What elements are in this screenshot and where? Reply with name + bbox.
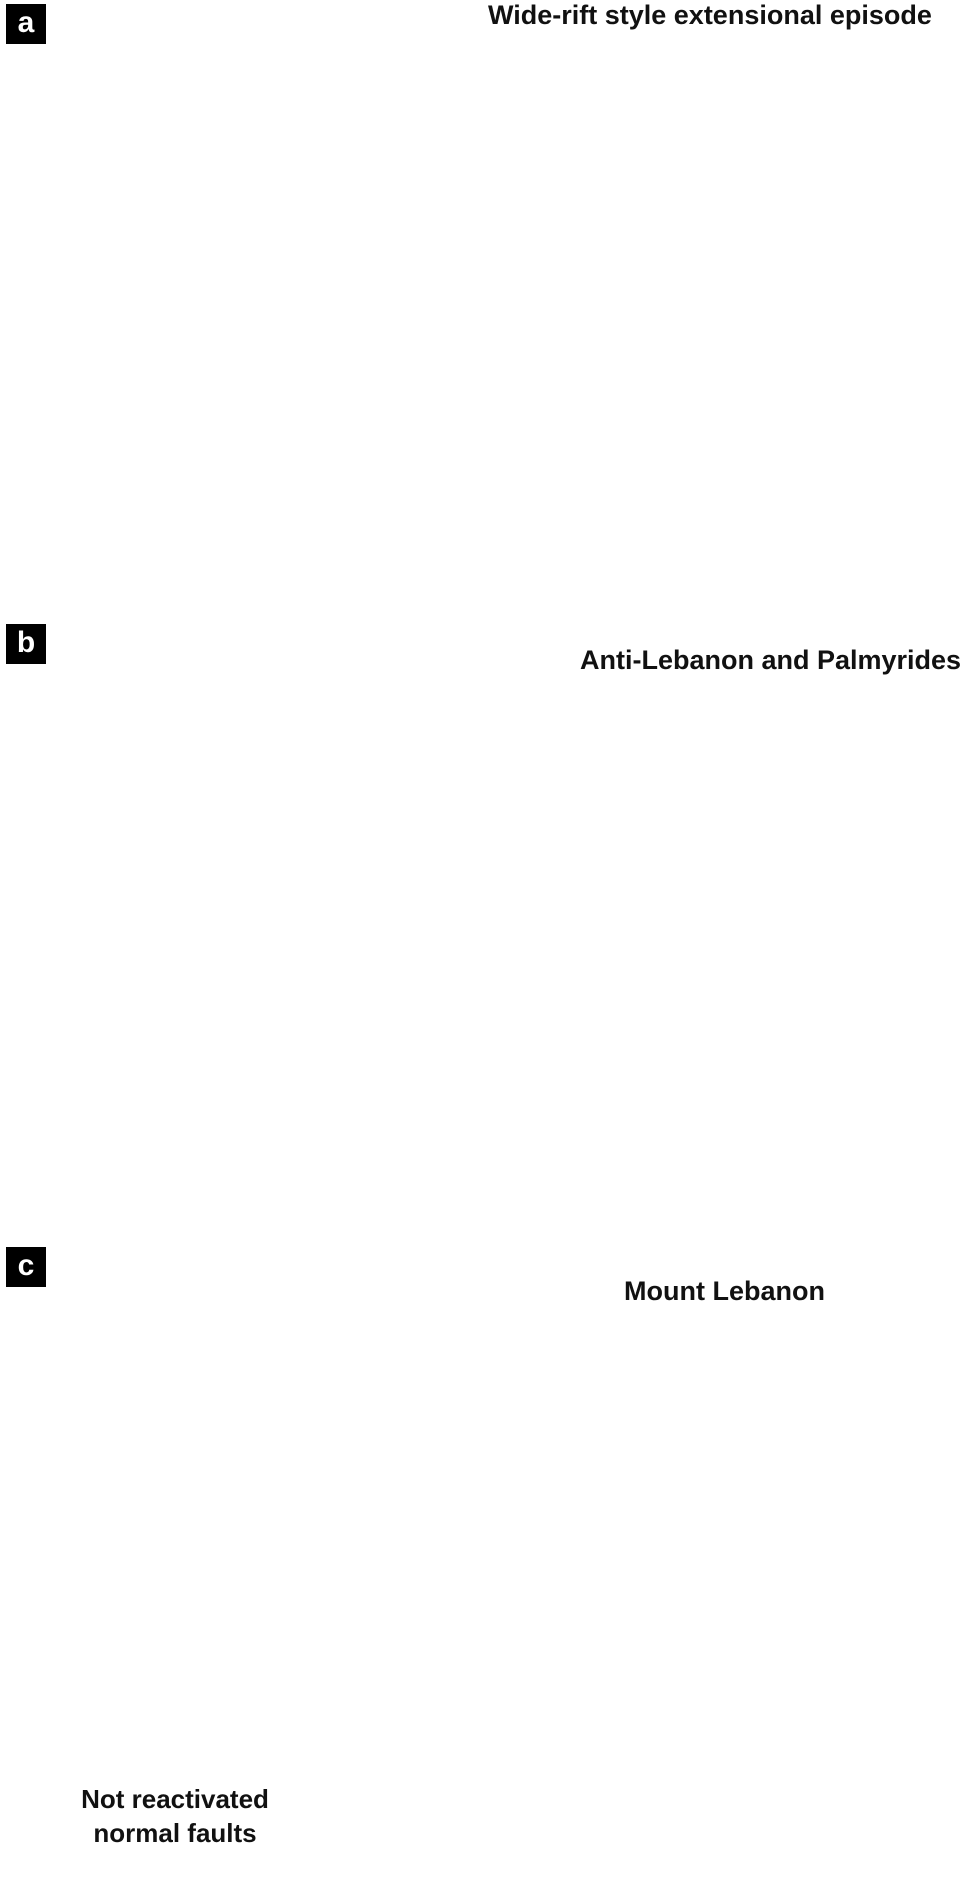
panel-b-title: Anti-Lebanon and Palmyrides [580, 645, 962, 675]
panel-b-badge: b [6, 624, 46, 664]
block-b-sea [21, 699, 332, 982]
out-of-page-symbol-icon [538, 1754, 570, 1786]
panel-c-badge: c [6, 1247, 46, 1287]
not-reactivated-label: Not reactivated normal faults [60, 1782, 290, 1850]
mount-lebanon-label: Mount Lebanon [624, 1276, 825, 1306]
motion-arrow-icon [682, 298, 749, 333]
mount-lebanon-ridge [261, 1317, 556, 1601]
motion-arrow-icon [694, 1542, 759, 1577]
panel-a-title: Wide-rift style extensional episode [488, 0, 932, 30]
not-reactivated-leader-2 [319, 1469, 353, 1484]
block-a [22, 30, 968, 630]
block-c-strike-slip-fault [544, 1584, 586, 1800]
anti-lebanon-ridge-2 [559, 1325, 621, 1442]
motion-arrow-icon [198, 708, 263, 743]
block-c-sea [21, 1329, 332, 1610]
block-a-rift-zone [220, 32, 720, 418]
block-b-left-face [21, 753, 586, 1247]
block-b-dotted-faults [218, 743, 541, 1136]
block-b-mountain-2 [554, 715, 611, 822]
not-reactivated-leader [239, 1467, 325, 1781]
block-c-water-edge [21, 1367, 331, 1609]
block-a-top-surface [22, 30, 968, 420]
block-a-rift-mid [380, 95, 700, 390]
out-of-page-symbol-icon [538, 1132, 570, 1164]
block-b-right-face [584, 806, 966, 1247]
panel-a-badge: a [6, 4, 46, 44]
anti-lebanon-ridge [458, 1316, 564, 1586]
block-a-faults [221, 54, 671, 386]
block-a-left-face [24, 136, 431, 630]
into-page-symbol-icon [594, 1102, 626, 1134]
not-reactivated-line2: normal faults [93, 1818, 257, 1848]
mount-lebanon-leader [437, 1287, 616, 1308]
not-reactivated-line1: Not reactivated [81, 1784, 269, 1814]
block-b-top-surface [19, 648, 968, 977]
block-b-mountain [464, 683, 565, 947]
block-c-dotted-faults [298, 1368, 401, 1471]
block-a-side-faults [221, 279, 491, 521]
into-page-symbol-icon [594, 1724, 626, 1756]
motion-arrow-icon [188, 115, 254, 152]
block-b [19, 648, 968, 1247]
block-c-right-face [584, 1443, 966, 1884]
block-a-right-face [429, 188, 966, 630]
block-c-top-surface [19, 1280, 968, 1600]
north-arrow-icon [754, 1744, 864, 1811]
block-b-strike-slip-fault [544, 959, 586, 1170]
motion-arrow-icon [709, 909, 774, 944]
block-b-water-edge [21, 739, 331, 981]
motion-arrow-icon [181, 1338, 246, 1373]
